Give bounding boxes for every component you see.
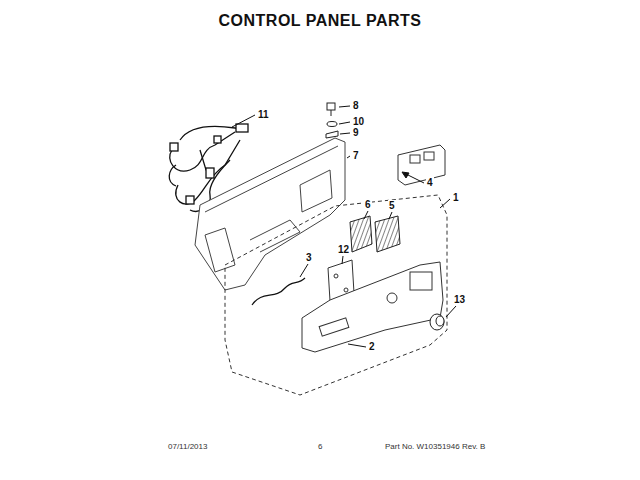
console-front [302, 262, 443, 352]
assembly-outline [225, 195, 447, 395]
knob [430, 314, 444, 330]
callout-number: 13 [453, 294, 466, 305]
wire [252, 278, 305, 305]
footer-text: Part No. W10351946 Rev. B [385, 443, 485, 452]
callout-number: 10 [352, 116, 365, 127]
callout-number: 2 [368, 341, 376, 352]
leader-line [232, 106, 456, 347]
callout-number: 11 [257, 109, 270, 120]
user-interface-board [398, 145, 445, 185]
callout-number: 3 [305, 252, 313, 263]
mesh-screen [375, 216, 400, 252]
screw-hardware [326, 103, 338, 138]
footer-text: 6 [318, 443, 322, 452]
callout-number: 6 [364, 199, 372, 210]
footer-text: 07/11/2013 [168, 443, 207, 452]
callout-number: 12 [337, 244, 350, 255]
callout-number: 5 [388, 200, 396, 211]
callout-number: 9 [352, 127, 360, 138]
diagram-title: CONTROL PANEL PARTS [0, 12, 640, 30]
callout-number: 8 [352, 100, 360, 111]
callout-number: 1 [452, 192, 460, 203]
callout-number: 7 [352, 150, 360, 161]
console-back-panel [195, 138, 345, 290]
callout-number: 4 [426, 177, 434, 188]
mesh-screen [350, 216, 372, 252]
